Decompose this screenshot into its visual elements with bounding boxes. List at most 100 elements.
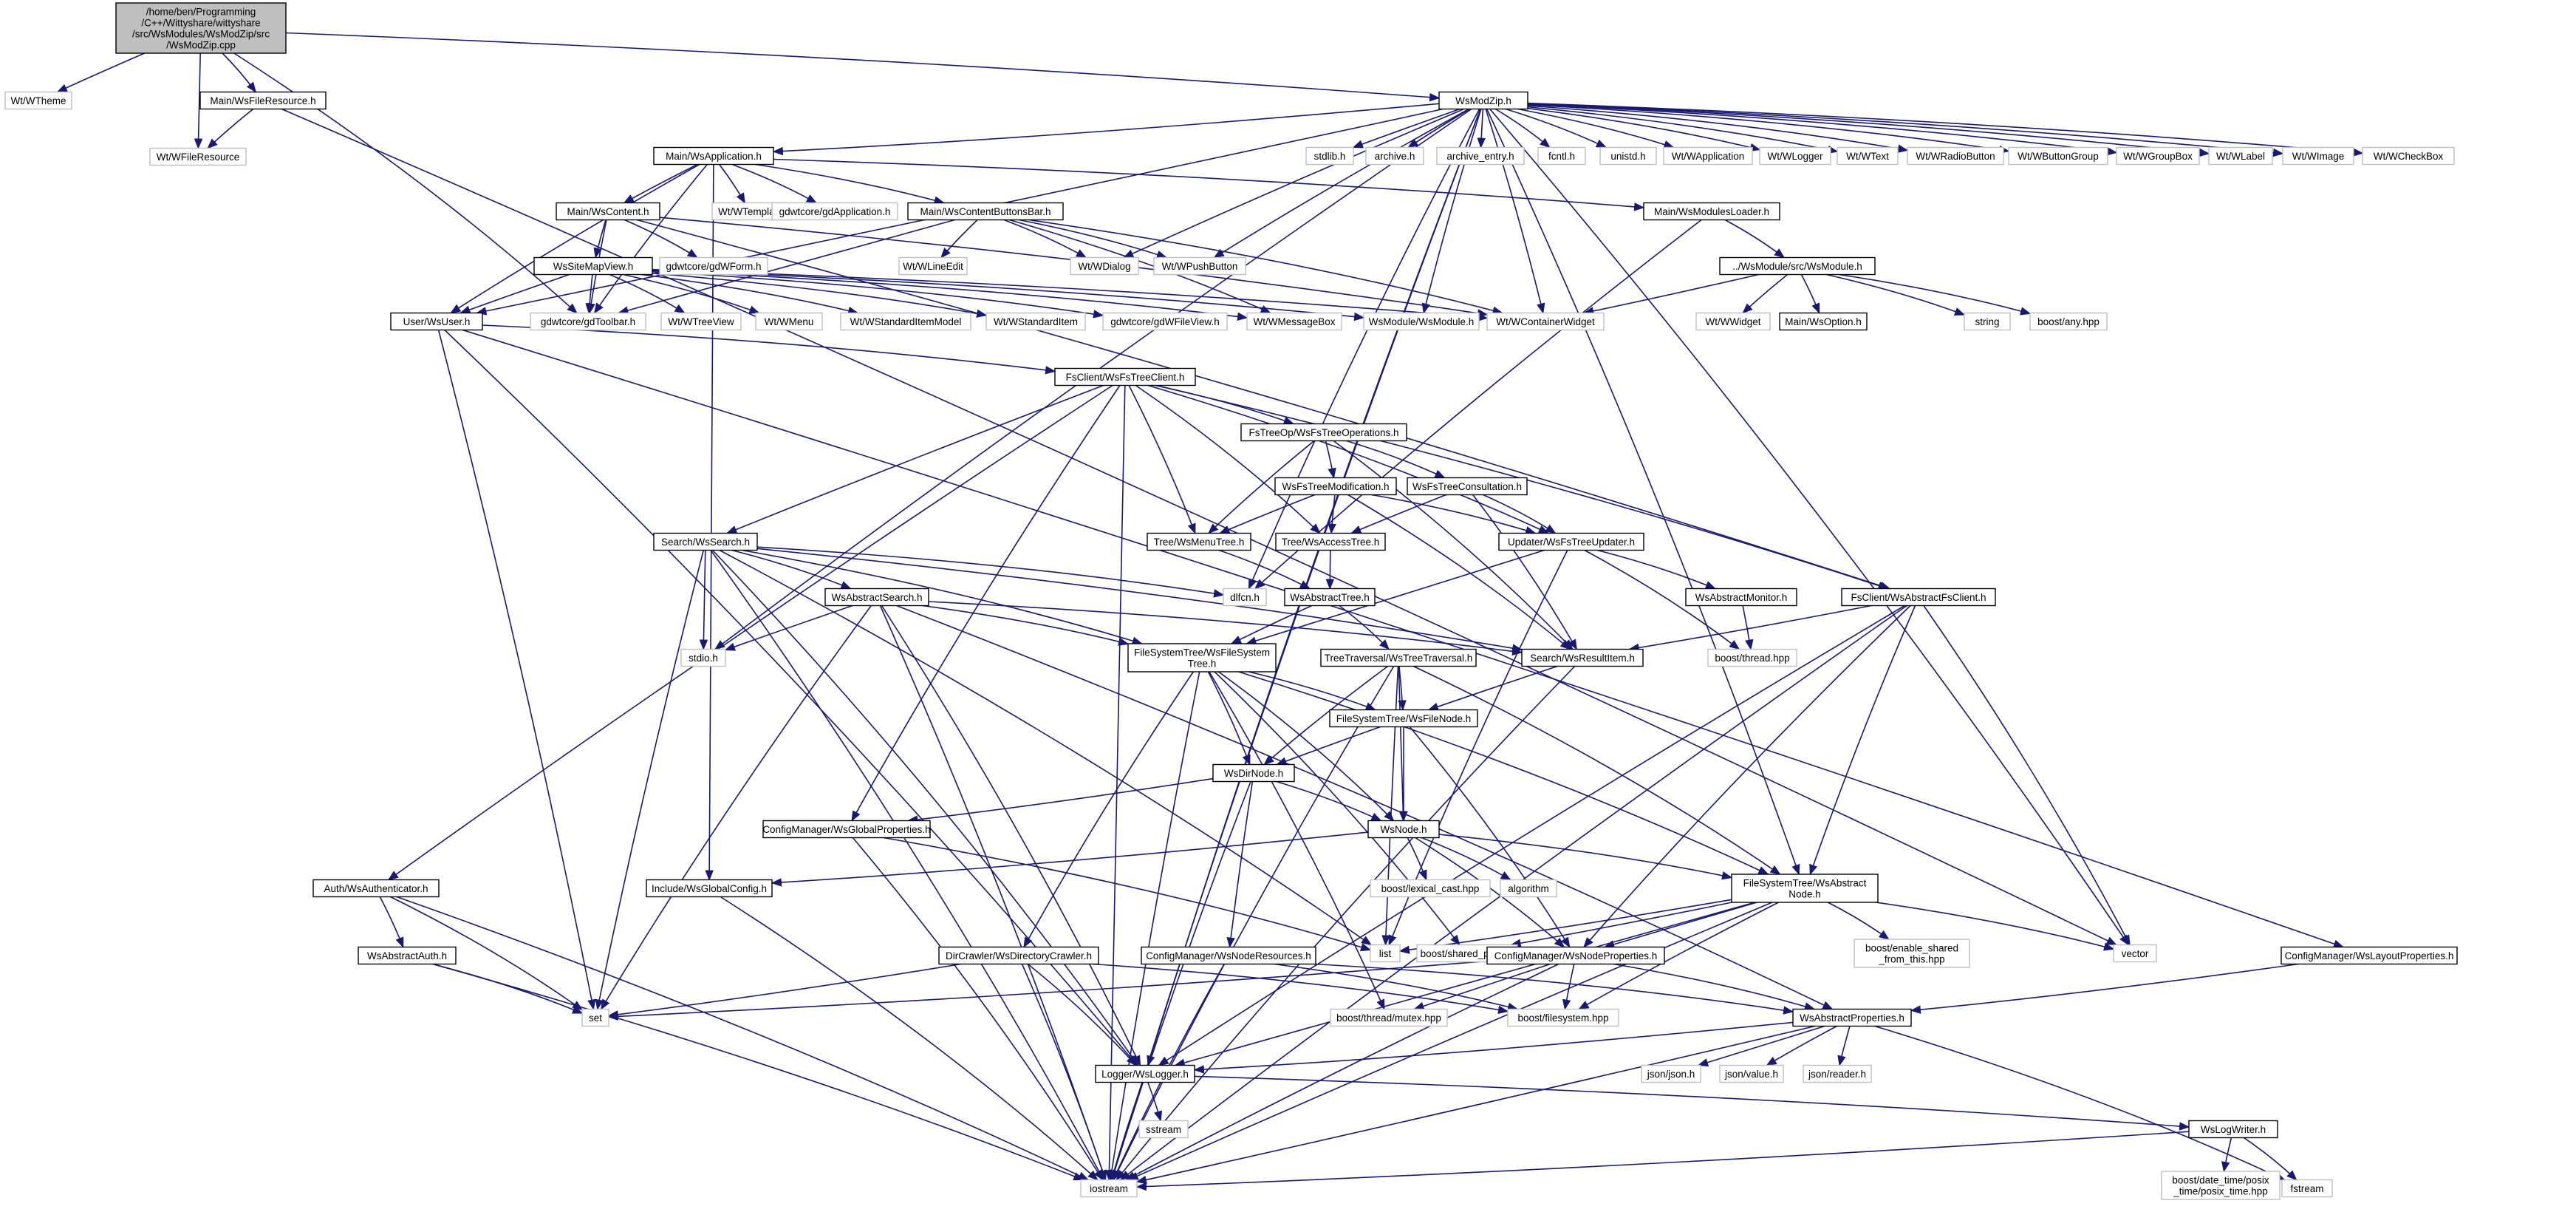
edge-fstreecons-to-resultitem (1472, 494, 1578, 650)
node-box (390, 312, 483, 331)
node-abssearch[interactable]: WsAbstractSearch.h (824, 588, 929, 607)
node-label: algorithm (1508, 883, 1549, 894)
node-label: TreeTraversal/WsTreeTraversal.h (1325, 653, 1473, 664)
node-gdfileview: gdwtcore/gdWFileView.h (1102, 312, 1228, 331)
node-box (1329, 709, 1478, 728)
node-wsmodloader[interactable]: Main/WsModulesLoader.h (1643, 202, 1780, 221)
node-fstreeclient[interactable]: FsClient/WsFsTreeClient.h (1054, 367, 1196, 387)
node-wsmodzip[interactable]: WsModZip.h (1438, 91, 1528, 110)
node-box (1054, 367, 1196, 387)
node-iostream: iostream (1080, 1179, 1138, 1198)
node-box (1153, 256, 1246, 276)
node-wsmodule[interactable]: ../WsModule/src/WsModule.h (1719, 256, 1876, 276)
edge-fstree-to-iostream (1107, 671, 1200, 1181)
node-label: WsAbstractTree.h (1290, 592, 1370, 603)
node-box (533, 256, 653, 276)
node-wsnode[interactable]: WsNode.h (1367, 820, 1440, 839)
edge-logger-to-sstream (1147, 1082, 1163, 1122)
node-wsfileres[interactable]: Main/WsFileResource.h (199, 91, 327, 110)
node-wssitemap[interactable]: WsSiteMapView.h (533, 256, 653, 276)
node-abstracttree[interactable]: WsAbstractTree.h (1284, 588, 1376, 607)
edge-wssitemap-to-wsuser (459, 273, 570, 314)
node-string: string (1964, 312, 2011, 331)
edge-dirnode-to-globalprops (906, 777, 1214, 824)
edge-filenode-to-dirnode (1276, 726, 1381, 766)
node-label: Wt/WStandardItem (994, 316, 1078, 327)
node-label: Main/WsFileResource.h (210, 95, 315, 106)
node-filenode[interactable]: FileSystemTree/WsFileNode.h (1329, 709, 1478, 728)
node-logwriter[interactable]: WsLogWriter.h (2188, 1120, 2278, 1139)
edge-fstree-to-wsnode (1217, 671, 1395, 822)
node-wscontent[interactable]: Main/WsContent.h (556, 202, 660, 221)
node-noderes[interactable]: ConfigManager/WsNodeResources.h (1141, 946, 1316, 965)
node-wtheme: Wt/WTheme (4, 91, 72, 110)
node-label: archive_entry.h (1446, 151, 1514, 162)
edge-fstree-to-filenode (1248, 671, 1377, 711)
node-resultitem[interactable]: Search/WsResultItem.h (1521, 648, 1644, 667)
node-updater[interactable]: Updater/WsFsTreeUpdater.h (1498, 532, 1644, 551)
node-box (530, 312, 646, 331)
node-box (1138, 1120, 1189, 1139)
node-wtext: Wt/WText (1837, 146, 1899, 166)
edge-wscbbar-to-wlineedit (940, 219, 978, 259)
edge-wssitemap-to-wtreeview (609, 273, 686, 314)
node-wradio: Wt/WRadioButton (1907, 146, 2004, 166)
edge-fstreecons-to-accesstree (1350, 494, 1446, 534)
node-absfsclient[interactable]: FsClient/WsAbstractFsClient.h (1841, 588, 1996, 607)
node-auth[interactable]: Auth/WsAuthenticator.h (312, 879, 440, 898)
node-box (4, 91, 72, 110)
node-layoutprops[interactable]: ConfigManager/WsLayoutProperties.h (2281, 946, 2458, 965)
node-dirnode[interactable]: WsDirNode.h (1212, 763, 1295, 783)
node-absauth[interactable]: WsAbstractAuth.h (358, 946, 457, 965)
edge-wsmodzip-to-dirfcn (1248, 109, 1480, 590)
node-wsuser[interactable]: User/WsUser.h (390, 312, 483, 331)
node-box (1436, 146, 1525, 166)
edge-nodeprops-to-set (607, 960, 1488, 1021)
node-nodeprops[interactable]: ConfigManager/WsNodeProperties.h (1486, 946, 1665, 965)
node-wscbbar[interactable]: Main/WsContentButtonsBar.h (907, 202, 1064, 221)
edge-wsmodzip-to-vector (1489, 108, 2130, 946)
node-accesstree[interactable]: Tree/WsAccessTree.h (1275, 532, 1386, 551)
node-label: Wt/WImage (2292, 151, 2345, 162)
node-label: WsAbstractSearch.h (831, 592, 922, 603)
edge-abssearch-to-resultitem (928, 601, 1523, 656)
node-box (1663, 146, 1753, 166)
node-box (938, 946, 1099, 965)
node-box (581, 1008, 609, 1027)
edge-abssearch-to-fstree (922, 605, 1130, 646)
edge-nodeprops-to-filesystem (1562, 964, 1575, 1010)
edge-absfsclient-to-vector (1923, 605, 2131, 946)
node-globalconfig[interactable]: Include/WsGlobalConfig.h (646, 879, 773, 898)
node-menutree[interactable]: Tree/WsMenuTree.h (1147, 532, 1251, 551)
node-unistd: unistd.h (1599, 146, 1657, 166)
edge-dirnode-to-noderes (1226, 781, 1254, 948)
node-root[interactable]: /home/ben/Programming/C++/Wittyshare/wit… (115, 2, 287, 54)
node-wsapp[interactable]: Main/WsApplication.h (653, 146, 774, 166)
node-label: ConfigManager/WsLayoutProperties.h (2285, 950, 2454, 961)
node-dircrawler[interactable]: DirCrawler/WsDirectoryCrawler.h (938, 946, 1099, 965)
node-logger[interactable]: Logger/WsLogger.h (1095, 1064, 1195, 1083)
node-absprops[interactable]: WsAbstractProperties.h (1792, 1008, 1912, 1027)
node-box (1792, 1008, 1912, 1027)
edge-wsuser-to-set (437, 330, 596, 1010)
edge-absprops-to-iostream (1135, 1025, 1816, 1185)
node-label: dlfcn.h (1230, 592, 1260, 603)
edge-absprops-to-jsonjson (1697, 1025, 1825, 1067)
edge-wssitemap-to-wstditem (652, 273, 988, 318)
node-wsoption[interactable]: Main/WsOption.h (1779, 312, 1868, 331)
node-absmonitor[interactable]: WsAbstractMonitor.h (1685, 588, 1797, 607)
node-globalprops[interactable]: ConfigManager/WsGlobalProperties.h (762, 820, 931, 839)
node-fstreemod[interactable]: WsFsTreeModification.h (1274, 477, 1397, 496)
node-stdlib: stdlib.h (1305, 146, 1354, 166)
node-fstreecons[interactable]: WsFsTreeConsultation.h (1407, 477, 1528, 496)
node-wmsgbox: Wt/WMessageBox (1246, 312, 1342, 331)
node-box (1240, 423, 1407, 442)
node-wpushbtn: Wt/WPushButton (1153, 256, 1246, 276)
node-fstreeops[interactable]: FsTreeOp/WsFsTreeOperations.h (1240, 423, 1407, 442)
node-search[interactable]: Search/WsSearch.h (653, 532, 758, 551)
node-box (2113, 944, 2157, 963)
edge-wsmodule-to-boostany (1839, 273, 2032, 316)
node-treetrav[interactable]: TreeTraversal/WsTreeTraversal.h (1320, 648, 1477, 667)
